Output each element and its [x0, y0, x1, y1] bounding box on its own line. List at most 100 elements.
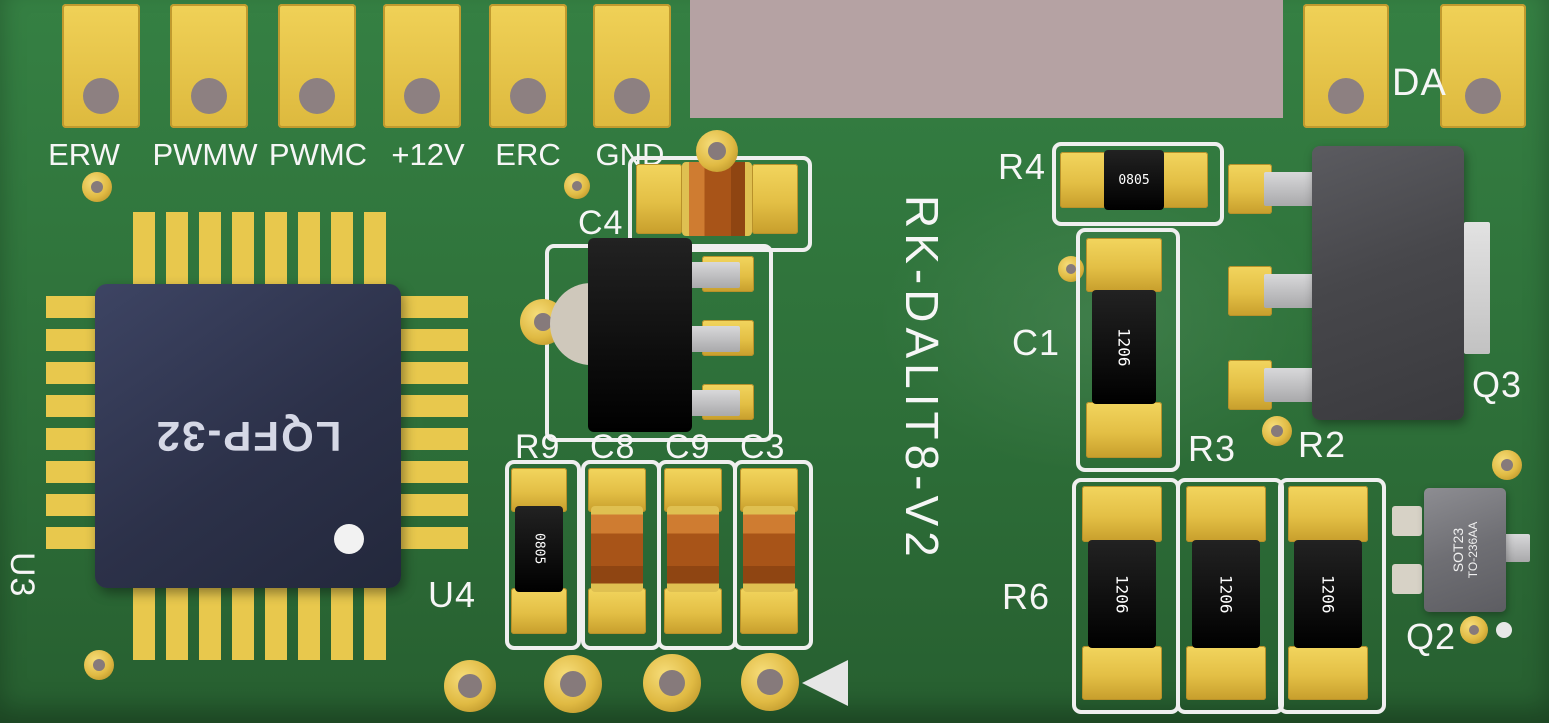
connector-pad-gnd — [593, 4, 671, 128]
drill-hole — [560, 671, 586, 697]
designator-q2: Q2 — [1406, 616, 1457, 657]
q2-pad-1 — [1392, 506, 1422, 536]
connector-label-pwmc: PWMC — [268, 137, 368, 172]
designator-u4: U4 — [428, 574, 477, 615]
r4-resistor-body: 0805 — [1104, 150, 1164, 210]
through-hole-pad — [696, 130, 738, 172]
c1-size-marking: 1206 — [1114, 327, 1134, 367]
via — [1492, 450, 1522, 480]
connector-pad-12v — [383, 4, 461, 128]
r9-silkscreen — [505, 460, 581, 650]
via — [564, 173, 590, 199]
drill-hole — [1469, 625, 1479, 635]
drill-hole — [91, 181, 103, 193]
r4-size-marking: 0805 — [1118, 172, 1150, 188]
connector-pad-erc — [489, 4, 567, 128]
q3-lead-1 — [1264, 172, 1316, 206]
r6-pad-top — [1082, 486, 1162, 542]
q3-body — [1312, 146, 1464, 420]
c9-pad-top — [664, 468, 722, 512]
designator-r4: R4 — [998, 146, 1047, 187]
q2-pad-2 — [1392, 564, 1422, 594]
regulator-lead-1 — [690, 262, 740, 288]
drill-hole — [1501, 459, 1513, 471]
c3-pad-top — [740, 468, 798, 512]
designator-r2: R2 — [1298, 424, 1347, 465]
regulator-lead-3 — [690, 390, 740, 416]
c1-pad-bottom — [1086, 402, 1162, 458]
drill-hole — [93, 659, 105, 671]
designator-r9: R9 — [515, 428, 561, 466]
c8-pad-top — [588, 468, 646, 512]
designator-u3: U3 — [3, 552, 41, 598]
designator-c4: C4 — [578, 204, 624, 242]
r3-size-marking: 1206 — [1216, 574, 1236, 614]
r2-resistor-body: 1206 — [1294, 540, 1362, 648]
regulator-body — [588, 238, 692, 432]
r2-pad-top — [1288, 486, 1368, 542]
designator-r6: R6 — [1002, 576, 1051, 617]
designator-c1: C1 — [1012, 322, 1061, 363]
q2-lead — [1504, 534, 1530, 562]
connector-label-pwmw: PWMW — [152, 137, 258, 172]
drill-hole — [510, 78, 546, 114]
via — [84, 650, 114, 680]
drill-hole — [1066, 264, 1076, 274]
q3-tab — [1464, 222, 1490, 354]
c9-pad-bottom — [664, 588, 722, 634]
q2-jedec-marking: TO-236AA — [1466, 521, 1480, 579]
designator-c8: C8 — [590, 428, 636, 466]
designator-c3: C3 — [740, 428, 786, 466]
da-label: DA — [1392, 62, 1447, 104]
r4-pad-right — [1162, 152, 1208, 208]
connector-label-erw: ERW — [48, 137, 120, 172]
mounting-pad — [741, 653, 799, 711]
ic-pin-row-right — [396, 296, 468, 558]
connector-pad-pwmc — [278, 4, 356, 128]
r9-resistor-body: 0805 — [515, 506, 563, 592]
drill-hole — [83, 78, 119, 114]
da-pad-2 — [1440, 4, 1526, 128]
da-pad-1 — [1303, 4, 1389, 128]
drill-hole — [299, 78, 335, 114]
mounting-pad — [643, 654, 701, 712]
c3-capacitor-body — [743, 506, 795, 592]
designator-r3: R3 — [1188, 428, 1237, 469]
drill-hole — [191, 78, 227, 114]
drill-hole — [708, 142, 726, 160]
r6-pad-bottom — [1082, 646, 1162, 700]
q2-body: SOT23 TO-236AA — [1424, 488, 1506, 612]
r6-size-marking: 1206 — [1112, 574, 1132, 614]
r9-pad-bottom — [511, 588, 567, 634]
r4-pad-left — [1060, 152, 1106, 208]
drill-hole — [404, 78, 440, 114]
designator-q3: Q3 — [1472, 364, 1523, 405]
q3-lead-3 — [1264, 368, 1316, 402]
r6-resistor-body: 1206 — [1088, 540, 1156, 648]
r4-silkscreen — [1052, 142, 1224, 226]
ic-body-lqfp32: LQFP-32 — [95, 284, 401, 588]
c8-capacitor-body — [591, 506, 643, 592]
pin1-dot — [334, 524, 364, 554]
c4-pad-left — [636, 164, 682, 234]
drill-hole — [757, 669, 783, 695]
drill-hole — [458, 674, 482, 698]
drill-hole — [534, 313, 552, 331]
via — [82, 172, 112, 202]
board-title: RK-DALIT8-V2 — [896, 195, 948, 562]
r3-pad-top — [1186, 486, 1266, 542]
designator-c9: C9 — [665, 428, 711, 466]
r2-silkscreen — [1278, 478, 1386, 714]
r3-resistor-body: 1206 — [1192, 540, 1260, 648]
drill-hole — [1465, 78, 1501, 114]
r3-silkscreen — [1176, 478, 1284, 714]
mounting-pad — [544, 655, 602, 713]
r9-size-marking: 0805 — [531, 533, 547, 565]
q3-lead-2 — [1264, 274, 1316, 308]
c1-capacitor-body: 1206 — [1092, 290, 1156, 404]
drill-hole — [614, 78, 650, 114]
mounting-pad — [444, 660, 496, 712]
connector-label-12v: +12V — [391, 137, 465, 172]
via — [1460, 616, 1488, 644]
